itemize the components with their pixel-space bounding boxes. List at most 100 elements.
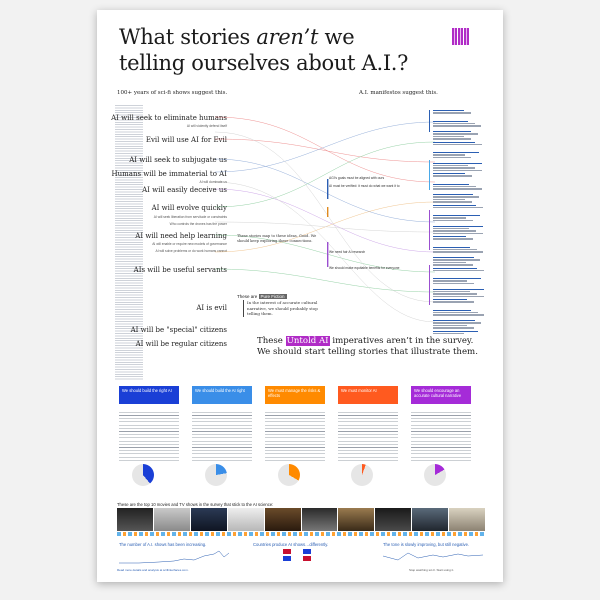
mapping-note: These stories map to these ideas. Good. … <box>237 234 317 243</box>
film-list-lines <box>115 105 143 380</box>
left-column-header: 100+ years of sci-fi shows suggest this. <box>117 90 228 96</box>
imperative-header: We must monitor AI <box>338 386 398 404</box>
movie-thumbnails <box>117 508 486 531</box>
manifesto-entry <box>433 131 485 140</box>
manifesto-entry <box>433 278 485 286</box>
imperative-header: We should encourage an accurate cultural… <box>411 386 471 404</box>
manifesto-entry <box>433 183 485 192</box>
movie-thumb <box>264 508 301 531</box>
manifesto-entry <box>433 257 485 266</box>
movie-thumb <box>117 508 153 531</box>
tone-sparkline <box>383 552 483 561</box>
imperative-body-text <box>192 412 252 462</box>
manifesto-entry <box>433 120 485 129</box>
story-label: AIs will be useful servants <box>133 266 227 274</box>
imperative-column: We must manage the risks & effects <box>265 386 325 486</box>
manifesto-group-bar <box>429 265 431 305</box>
movie-thumb <box>449 508 486 531</box>
movie-thumb <box>301 508 338 531</box>
movie-thumb <box>227 508 264 531</box>
flow-connections <box>215 116 436 323</box>
story-label: Humans will be immaterial to AI <box>111 170 227 178</box>
pure-fiction-tag: Pure Fiction <box>258 294 287 299</box>
untold-ai-highlight: Untold AI <box>285 336 330 346</box>
ai-idea-label: We should make equitable benefits for ev… <box>329 266 400 270</box>
imperative-header: We must manage the risks & effects <box>265 386 325 404</box>
coverage-pie <box>132 464 154 486</box>
manifesto-entry <box>433 309 485 318</box>
imperative-header: We should build the right AI <box>119 386 179 404</box>
story-label: AI will seek liberation from servitude o… <box>153 215 227 219</box>
count-sparkline <box>119 550 229 564</box>
story-label: AI will solve problems or do work humans… <box>155 249 227 253</box>
imperative-column: We should build the AI right <box>192 386 252 486</box>
poster: What stories aren’t we telling ourselves… <box>97 10 503 582</box>
footer-link[interactable]: Read more details and analysis at scifii… <box>117 568 189 572</box>
imperative-body-text <box>265 412 325 462</box>
movie-thumb <box>153 508 190 531</box>
story-label: AI will enable or require new models of … <box>152 242 227 246</box>
story-label: AI will be regular citizens <box>135 340 227 348</box>
manifesto-entry <box>433 152 485 160</box>
imperative-column: We should encourage an accurate cultural… <box>411 386 471 486</box>
movies-header: These are the top 10 movies and TV shows… <box>117 502 274 507</box>
story-label: AI is evil <box>196 304 227 312</box>
pure-fiction-note: In the interest of accurate cultural nar… <box>243 300 323 317</box>
imperative-body-text <box>338 412 398 462</box>
story-label: AI will dominate us <box>199 180 228 184</box>
manifesto-entry <box>433 288 485 298</box>
imperative-column: We must monitor AI <box>338 386 398 486</box>
story-label: Evil will use AI for Evil <box>145 136 227 144</box>
ai-idea-label: AI must be verified: it must do what we … <box>329 184 400 188</box>
coverage-pie <box>278 464 300 486</box>
story-label: AI will be "special" citizens <box>130 326 227 334</box>
mini-chart-title-countries: Countries produce AI shows…differently. <box>253 542 329 547</box>
coverage-pie <box>424 464 446 486</box>
manifesto-entry <box>433 330 485 339</box>
coverage-pie <box>205 464 227 486</box>
manifesto-group-bar <box>429 110 431 132</box>
story-label: AI will violently defend itself <box>186 124 227 128</box>
untold-ai-statement: These Untold AI imperatives aren’t in th… <box>257 336 478 357</box>
mini-chart-title-tone: The tone is slowly improving, but still … <box>383 542 470 547</box>
manifesto-entry <box>433 267 485 276</box>
manifesto-entry <box>433 299 485 307</box>
story-label: Who controls the drones has the power <box>169 222 227 226</box>
ai-idea-label: AGI’s goals must be aligned with ours <box>329 176 385 180</box>
movie-thumb <box>190 508 227 531</box>
manifesto-entry <box>433 236 485 244</box>
mini-chart-title-count: The number of A.I. shows has been increa… <box>119 542 207 547</box>
manifesto-entry <box>433 204 485 213</box>
manifesto-entry <box>433 173 485 181</box>
manifesto-entry <box>433 110 485 118</box>
countries-chart <box>283 549 311 561</box>
manifesto-entry <box>433 194 485 203</box>
coverage-pie <box>351 464 373 486</box>
movie-thumb <box>338 508 375 531</box>
story-label: AI will need help learning <box>135 232 227 240</box>
story-label: AI will seek to subjugate us <box>129 156 227 164</box>
manifesto-entry <box>433 162 485 172</box>
title-emphasis: aren’t <box>256 25 319 49</box>
pure-fiction-heading: These are Pure Fiction <box>237 294 287 299</box>
manifesto-group-bar <box>429 160 431 190</box>
footer-tagline: Stop watching sci-fi. Start using it. <box>409 568 455 572</box>
imperative-header: We should build the AI right <box>192 386 252 404</box>
qr-code <box>452 28 469 45</box>
story-label: AI will seek to eliminate humans <box>111 114 227 122</box>
manifesto-entry <box>433 246 485 255</box>
manifesto-group-bar <box>429 210 431 250</box>
movie-thumb <box>375 508 412 531</box>
right-column-header: A.I. manifestos suggest this. <box>359 90 438 96</box>
imperative-body-text <box>119 412 179 462</box>
imperative-column: We should build the right AI <box>119 386 179 486</box>
ai-idea-label: We need fair AI research <box>329 250 366 254</box>
manifesto-entry <box>433 215 485 223</box>
story-label: AI will easily deceive us <box>142 186 227 194</box>
story-label: AI will evolve quickly <box>151 204 227 212</box>
movie-thumb <box>412 508 449 531</box>
manifesto-entry <box>433 225 485 235</box>
movie-ratings-strip <box>117 532 485 536</box>
imperative-body-text <box>411 412 471 462</box>
manifesto-entry <box>433 320 485 329</box>
